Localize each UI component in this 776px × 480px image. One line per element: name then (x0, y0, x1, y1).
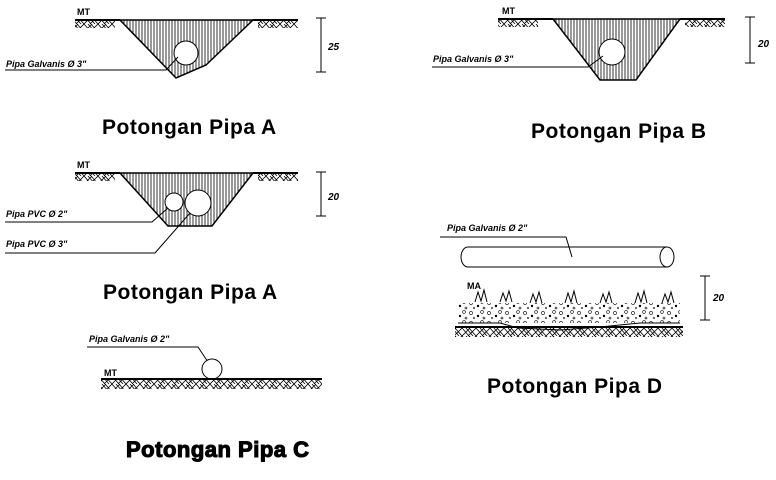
section-title: Potongan Pipa C (126, 437, 310, 462)
leader-line (440, 236, 573, 258)
ground-label: MT (77, 7, 90, 17)
depth-dimension (316, 17, 326, 73)
section-d: Pipa Galvanis Ø 2" MA 20 Potongan Pipa D (440, 223, 725, 398)
ground-hatch (75, 20, 298, 28)
leader-line (432, 55, 604, 68)
depth-label: 20 (757, 39, 770, 50)
pipe-circle (598, 38, 626, 66)
section-a1: Pipa Galvanis Ø 3" MT 25 Potongan Pipa A (5, 7, 340, 139)
pipe-label: Pipa Galvanis Ø 2" (89, 334, 170, 344)
ground-hatch (455, 328, 683, 337)
depth-dimension (316, 171, 326, 217)
section-a2: Pipa PVC Ø 2" Pipa PVC Ø 3" MT 20 Potong… (5, 160, 340, 304)
leader-line-small (5, 207, 169, 223)
ground-label: MA (467, 281, 481, 291)
pipe-circle (201, 358, 223, 380)
ground-label: MT (104, 368, 117, 378)
pipe-label-small: Pipa PVC Ø 2" (6, 209, 68, 219)
leader-line (87, 346, 209, 363)
leader-line-large (5, 212, 191, 254)
pipe-label-large: Pipa PVC Ø 3" (6, 239, 68, 249)
ground-hatch (75, 173, 298, 181)
depth-label: 20 (327, 192, 340, 203)
section-c: Pipa Galvanis Ø 2" MT Potongan Pipa C (87, 334, 322, 463)
leader-line (5, 56, 179, 71)
pipe-circle (173, 40, 199, 66)
ground-label: MT (77, 160, 90, 170)
section-title: Potongan Pipa A (103, 281, 278, 304)
ground-label: MT (502, 6, 515, 16)
section-b: Pipa Galvanis Ø 3" MT 20 Potongan Pipa B (432, 6, 770, 143)
pipe-label: Pipa Galvanis Ø 3" (433, 54, 514, 64)
pipe-longitudinal (460, 246, 675, 268)
grass-tufts (474, 288, 675, 304)
pipe-label: Pipa Galvanis Ø 3" (6, 59, 87, 69)
depth-dimension (700, 275, 710, 321)
section-title: Potongan Pipa A (102, 116, 277, 139)
pipe-label: Pipa Galvanis Ø 2" (447, 223, 528, 233)
depth-label: 25 (327, 42, 340, 53)
ground-hatch (101, 380, 322, 389)
pipe-circle-small (164, 192, 184, 212)
ground-hatch (498, 19, 725, 27)
section-title: Potongan Pipa B (531, 120, 707, 143)
depth-label: 20 (712, 293, 725, 304)
gravel-layer (458, 303, 680, 323)
depth-dimension (745, 16, 755, 64)
pipe-circle-large (184, 189, 212, 217)
section-title: Potongan Pipa D (487, 375, 663, 398)
